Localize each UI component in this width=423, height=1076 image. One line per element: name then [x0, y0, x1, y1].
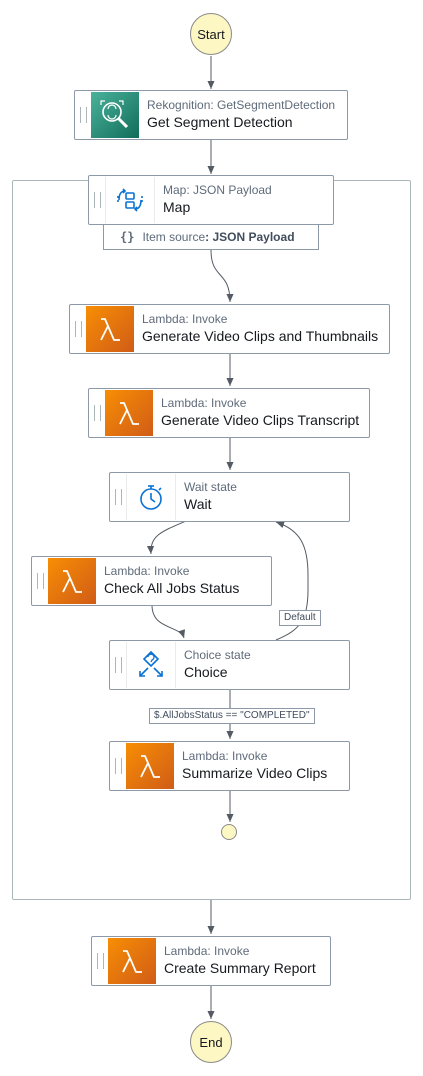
state-name: Check All Jobs Status — [104, 580, 240, 596]
state-generate-video-clips-and-thumbnails[interactable]: Lambda: Invoke Generate Video Clips and … — [69, 304, 390, 354]
item-source-value: : JSON Payload — [205, 230, 295, 244]
state-create-summary-report[interactable]: Lambda: Invoke Create Summary Report — [91, 936, 331, 986]
lambda-icon — [108, 938, 156, 984]
edge-label-default[interactable]: Default — [279, 610, 321, 626]
drag-handle-icon[interactable] — [89, 389, 105, 437]
stopwatch-icon — [126, 474, 176, 520]
state-name: Wait — [184, 496, 212, 512]
end-node[interactable]: End — [190, 1021, 232, 1063]
state-name: Summarize Video Clips — [182, 765, 328, 781]
lambda-icon — [48, 558, 96, 604]
state-type: Rekognition: GetSegmentDetection — [147, 98, 336, 112]
state-wait[interactable]: Wait state Wait — [109, 472, 350, 522]
state-type: Lambda: Invoke — [164, 944, 250, 958]
item-source-panel[interactable]: {} Item source: JSON Payload — [103, 225, 319, 250]
state-type: Choice state — [184, 648, 251, 662]
drag-handle-icon[interactable] — [75, 91, 91, 139]
start-label: Start — [197, 26, 225, 42]
drag-handle-icon[interactable] — [92, 937, 108, 985]
start-node[interactable]: Start — [190, 13, 232, 55]
state-type: Lambda: Invoke — [104, 564, 190, 578]
state-name: Get Segment Detection — [147, 114, 293, 130]
lambda-icon — [86, 306, 134, 352]
end-label: End — [199, 1034, 223, 1050]
state-type: Lambda: Invoke — [142, 312, 228, 326]
map-iterator-container — [12, 180, 411, 900]
edge-choice-default-to-wait — [275, 521, 309, 641]
state-choice[interactable]: Choice state Choice — [109, 640, 350, 690]
edge-label-completed-condition[interactable]: $.AllJobsStatus == "COMPLETED" — [149, 708, 315, 724]
state-generate-video-clips-transcript[interactable]: Lambda: Invoke Generate Video Clips Tran… — [88, 388, 370, 438]
state-name: Generate Video Clips and Thumbnails — [142, 328, 379, 344]
state-type: Lambda: Invoke — [182, 749, 268, 763]
state-type: Lambda: Invoke — [161, 396, 247, 410]
drag-handle-icon[interactable] — [89, 176, 105, 224]
state-name: Create Summary Report — [164, 960, 316, 976]
drag-handle-icon[interactable] — [70, 305, 86, 353]
drag-handle-icon[interactable] — [32, 557, 48, 605]
json-braces-icon: {} — [120, 230, 135, 244]
map-state-icon — [105, 177, 155, 223]
state-map[interactable]: Map: JSON Payload Map — [88, 175, 334, 225]
edge-check-to-choice — [151, 604, 186, 639]
edge-map-to-gen-clips — [210, 249, 234, 303]
lambda-icon — [126, 743, 174, 789]
state-check-all-jobs-status[interactable]: Lambda: Invoke Check All Jobs Status — [31, 556, 272, 606]
choice-icon — [126, 642, 176, 688]
state-summarize-video-clips[interactable]: Lambda: Invoke Summarize Video Clips — [109, 741, 350, 791]
state-name: Map — [163, 199, 191, 215]
item-source-text: Item source: JSON Payload — [142, 230, 294, 244]
state-type: Map: JSON Payload — [163, 183, 272, 197]
drag-handle-icon[interactable] — [110, 473, 126, 521]
state-type: Wait state — [184, 480, 237, 494]
state-name: Generate Video Clips Transcript — [161, 412, 360, 428]
state-get-segment-detection[interactable]: Rekognition: GetSegmentDetection Get Seg… — [74, 90, 348, 140]
lambda-icon — [105, 390, 153, 436]
item-source-prefix: Item source — [142, 230, 206, 244]
drag-handle-icon[interactable] — [110, 641, 126, 689]
drag-handle-icon[interactable] — [110, 742, 126, 790]
iterator-end-node — [221, 824, 237, 840]
state-name: Choice — [184, 664, 228, 680]
rekognition-icon — [91, 92, 139, 138]
edge-wait-to-check — [146, 520, 187, 555]
